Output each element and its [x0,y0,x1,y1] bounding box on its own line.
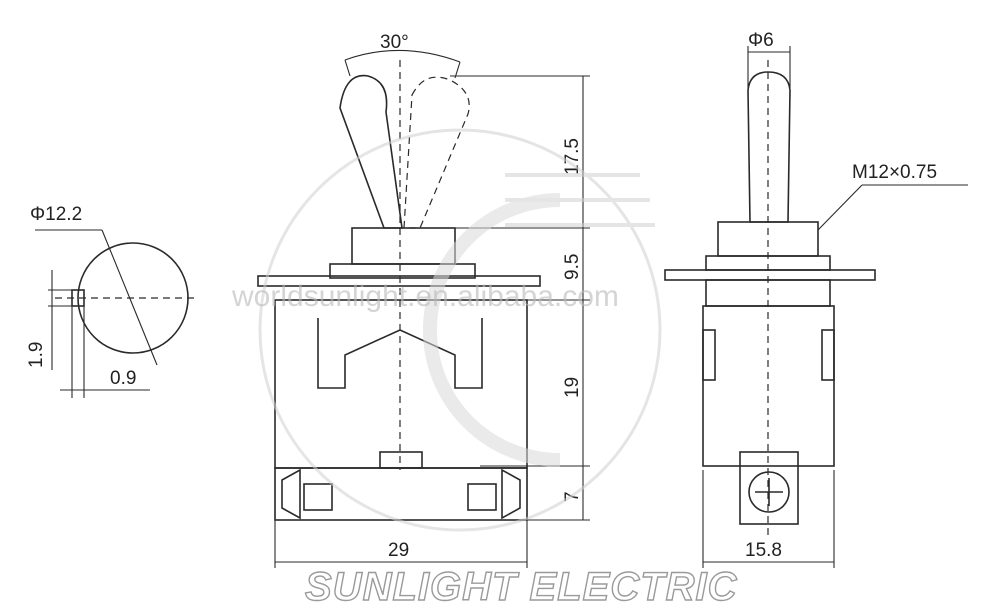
dim-angle: 30° [380,32,409,53]
dim-round-diameter: Φ12.2 [30,204,82,225]
dim-thread: M12×0.75 [852,162,937,183]
dim-pin-width: 0.9 [110,368,136,389]
dim-body-width: 29 [388,540,409,561]
dim-body-height: 19 [562,377,583,398]
pin-detail-view [35,229,195,398]
dim-bushing-height: 9.5 [562,254,583,280]
dim-lever-diameter: Φ6 [748,30,774,51]
side-view [664,46,968,568]
dim-pin-height: 1.9 [26,342,47,368]
watermark-logo [258,128,662,532]
brand-text: SUNLIGHT ELECTRIC [305,565,738,609]
dim-lever-height: 17.5 [562,138,583,175]
dim-side-width: 15.8 [745,540,782,561]
front-view [257,49,590,568]
watermark-text: worldsunlight.en.alibaba.com [231,280,619,313]
